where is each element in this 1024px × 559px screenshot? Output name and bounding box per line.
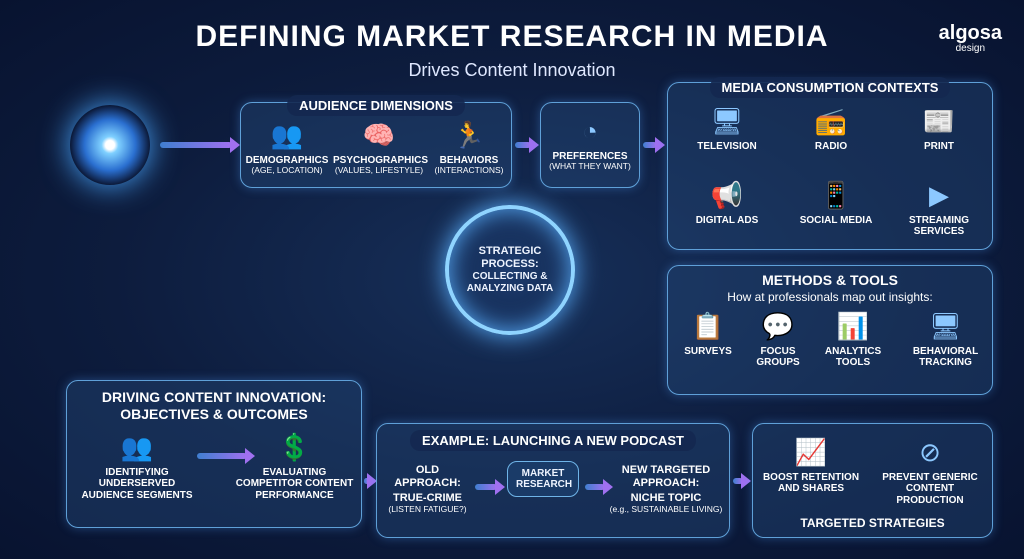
arrow: [160, 137, 240, 153]
center-subtitle: COLLECTING & ANALYZING DATA: [466, 271, 554, 295]
play-icon: ▶: [929, 180, 949, 210]
demographics-item: 👥DEMOGRAPHICS(AGE, LOCATION): [243, 120, 331, 176]
arrow: [475, 479, 505, 495]
arrow: [197, 448, 255, 464]
brain-icon: 🧠: [362, 120, 396, 150]
methods-tools-panel: METHODS & TOOLS How at professionals map…: [667, 265, 993, 395]
driving-title: DRIVING CONTENT INNOVATION:: [101, 389, 327, 405]
driving-innovation-panel: DRIVING CONTENT INNOVATION: OBJECTIVES &…: [66, 380, 362, 528]
prevent-generic-item: ⊘PREVENT GENERIC CONTENT PRODUCTION: [871, 437, 989, 506]
preferences-item: ◔PREFERENCES(WHAT THEY WANT): [541, 116, 639, 172]
methods-subtitle: How at professionals map out insights:: [727, 290, 933, 304]
television-item: 🖥TELEVISION: [682, 106, 772, 152]
competitor-performance-item: 💲EVALUATING COMPETITOR CONTENT PERFORMAN…: [232, 432, 357, 501]
analytics-tools-item: 📊ANALYTICS TOOLS: [818, 311, 888, 369]
streaming-item: ▶STREAMING SERVICES: [894, 180, 984, 238]
audience-title: AUDIENCE DIMENSIONS: [287, 95, 465, 116]
underserved-segments-item: 👥IDENTIFYING UNDERSERVED AUDIENCE SEGMEN…: [77, 432, 197, 501]
megaphone-icon: 📢: [710, 180, 744, 210]
example-title: EXAMPLE: LAUNCHING A NEW PODCAST: [410, 430, 696, 451]
pie-chart-icon: ◔: [582, 116, 598, 146]
digital-ads-item: 📢DIGITAL ADS: [682, 180, 772, 226]
bar-chart-icon: 📊: [836, 311, 870, 341]
group-chat-icon: 💬: [761, 311, 795, 341]
logo-tag: design: [955, 43, 986, 54]
boost-retention-item: 📈BOOST RETENTION AND SHARES: [762, 437, 860, 495]
television-icon: 🖥: [710, 106, 744, 136]
phone-icon: 📱: [819, 180, 853, 210]
market-research-step: MARKET RESEARCH: [507, 461, 579, 497]
glowing-orb: [70, 105, 150, 185]
behavioral-tracking-item: 🖥BEHAVIORAL TRACKING: [903, 311, 988, 369]
dollar-chart-icon: 💲: [278, 432, 311, 462]
new-approach: NEW TARGETED APPROACH:NICHE TOPIC(e.g., …: [609, 464, 723, 514]
driving-subtitle: OBJECTIVES & OUTCOMES: [120, 406, 308, 422]
logo-name: algosa: [938, 22, 1002, 44]
people-icon: 👥: [270, 120, 304, 150]
newspaper-icon: 📰: [922, 106, 956, 136]
strategies-title: TARGETED STRATEGIES: [800, 516, 945, 530]
trend-up-icon: 📈: [794, 437, 828, 467]
psychographics-item: 🧠PSYCHOGRAPHICS(VALUES, LIFESTYLE): [333, 120, 429, 176]
radio-icon: 📻: [814, 106, 848, 136]
center-title: STRATEGIC PROCESS:: [478, 244, 542, 270]
arrow: [733, 473, 751, 489]
arrow: [585, 479, 613, 495]
print-item: 📰PRINT: [894, 106, 984, 152]
radio-item: 📻RADIO: [786, 106, 876, 152]
social-media-item: 📱SOCIAL MEDIA: [786, 180, 886, 226]
page-subtitle: Drives Content Innovation: [408, 60, 616, 80]
prohibited-icon: ⊘: [919, 437, 941, 467]
focus-groups-item: 💬FOCUS GROUPS: [748, 311, 808, 369]
monitor-chart-icon: 🖥: [928, 311, 962, 341]
methods-title: METHODS & TOOLS: [762, 272, 898, 288]
clipboard-icon: 📋: [691, 311, 725, 341]
podcast-example-panel: EXAMPLE: LAUNCHING A NEW PODCAST OLD APP…: [376, 423, 730, 538]
behaviors-item: 🏃BEHAVIORS(INTERACTIONS): [427, 120, 511, 176]
strategic-process-circle: STRATEGIC PROCESS:COLLECTING & ANALYZING…: [445, 205, 575, 335]
targeted-strategies-panel: 📈BOOST RETENTION AND SHARES ⊘PREVENT GEN…: [752, 423, 993, 538]
page-title: DEFINING MARKET RESEARCH IN MEDIA: [195, 20, 829, 53]
old-approach: OLD APPROACH:TRUE-CRIME(LISTEN FATIGUE?): [388, 464, 467, 514]
audience-dimensions-panel: AUDIENCE DIMENSIONS 👥DEMOGRAPHICS(AGE, L…: [240, 95, 512, 188]
people-check-icon: 👥: [120, 432, 154, 462]
preferences-panel: ◔PREFERENCES(WHAT THEY WANT): [540, 102, 640, 188]
arrow: [643, 137, 665, 153]
arrow: [364, 473, 377, 489]
media-contexts-panel: MEDIA CONSUMPTION CONTEXTS 🖥TELEVISION 📻…: [667, 77, 993, 250]
media-title: MEDIA CONSUMPTION CONTEXTS: [709, 77, 951, 98]
arrow: [515, 137, 539, 153]
running-icon: 🏃: [452, 120, 486, 150]
surveys-item: 📋SURVEYS: [678, 311, 738, 357]
